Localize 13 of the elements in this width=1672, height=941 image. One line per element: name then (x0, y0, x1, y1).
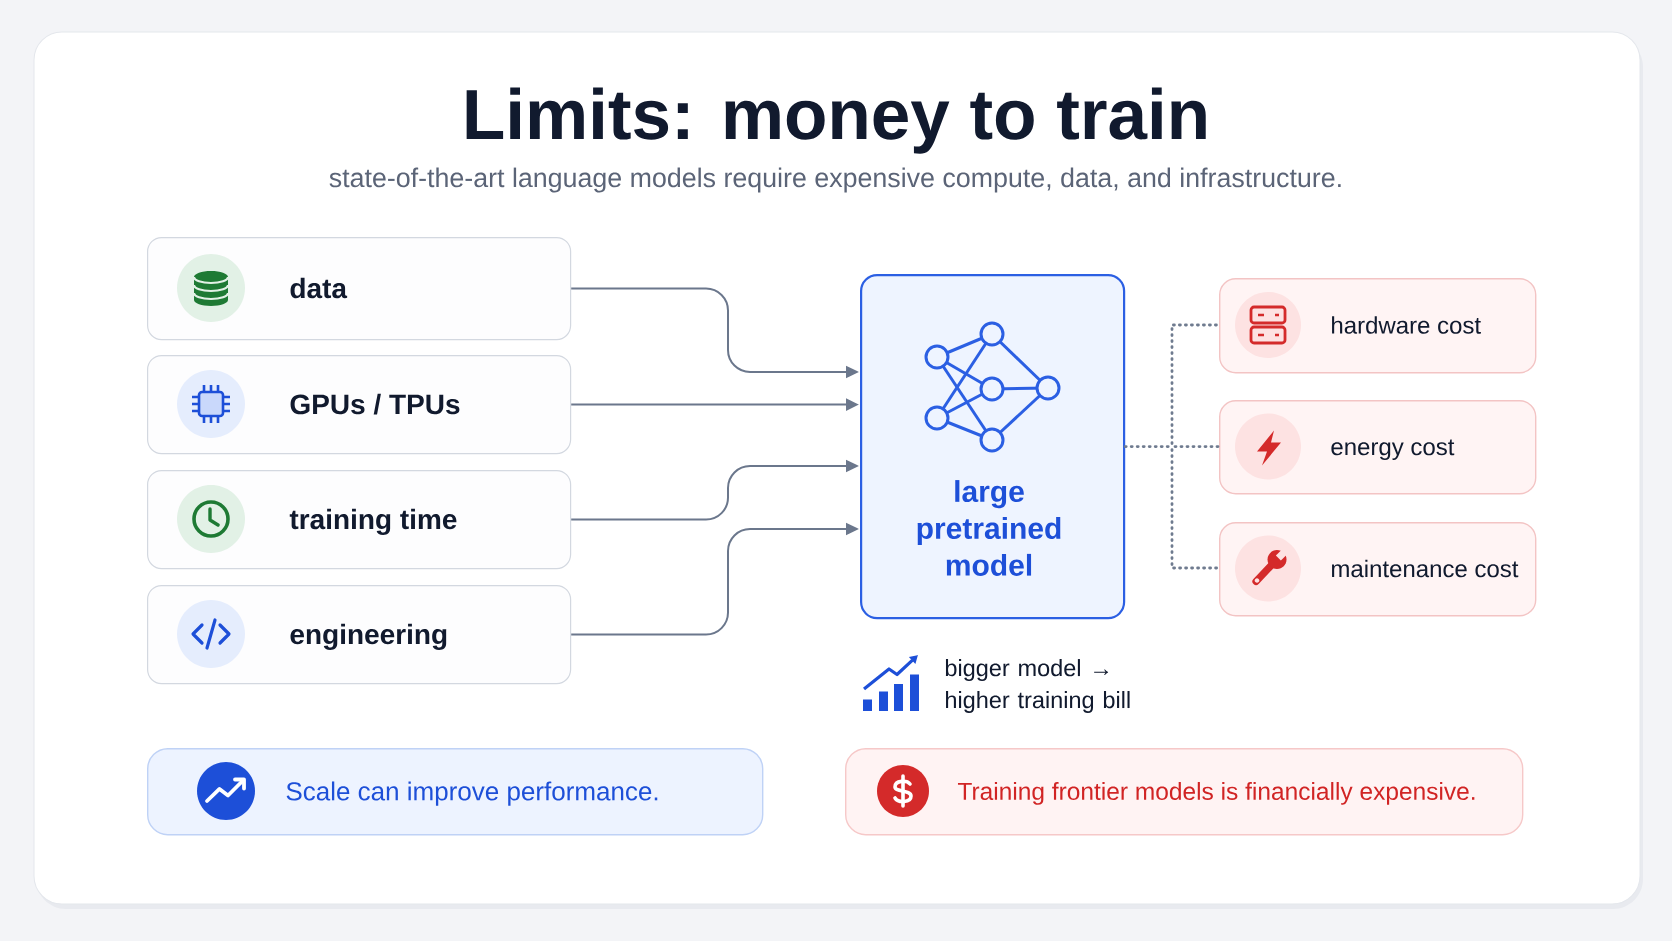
dotted-line (1170, 323, 1221, 445)
dotted-line (1173, 445, 1221, 448)
callout-box: Training frontier models is financially expensive. (845, 748, 1524, 836)
resource-box: training time (147, 470, 572, 570)
title: Limits: money to train (466, 87, 1206, 154)
subtitle: state-of-the-art language models require expensive compute, data, and infrastructure. (329, 167, 1341, 193)
resource-box: GPUs / TPUs (147, 355, 572, 455)
note-text: bigger model → higher training bill (945, 659, 1130, 713)
callout-box: Scale can improve performance. (147, 748, 764, 836)
model-box: large pretrained model (860, 274, 1126, 620)
resource-box: data (147, 237, 572, 341)
resource-box: engineering (147, 585, 572, 685)
dotted-line (1170, 448, 1221, 570)
